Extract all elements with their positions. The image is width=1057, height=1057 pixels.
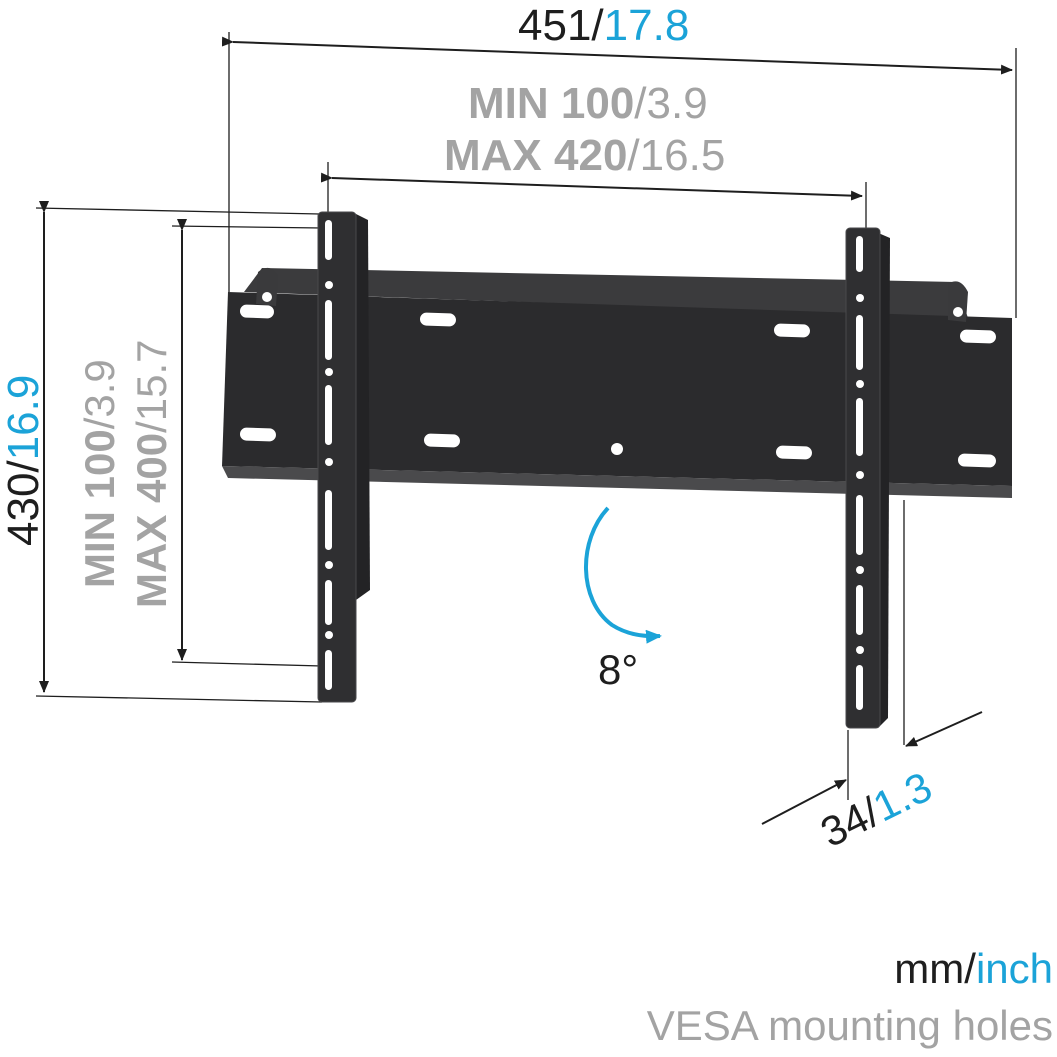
vesa-horizontal-min-label: MIN 100/3.9 [468,79,708,128]
units-sep: / [964,945,976,992]
dimension-arrows [39,36,1013,825]
vesa-vertical-max-label: MAX 400/15.7 [128,340,175,609]
vesa-horizontal-max-label: MAX 420/16.5 [444,131,725,180]
overall-width-arrow [221,36,1013,75]
units-legend: mm/inch [894,945,1053,993]
vesa-vertical-min-label: MIN 100/3.9 [76,359,123,588]
overall-width-label: 451/17.8 [518,1,689,50]
depth-arrow-left [761,779,847,825]
units-inch: inch [975,945,1053,992]
wall-plate [222,267,1012,498]
vesa-note: VESA mounting holes [646,1002,1053,1049]
depth-arrow-right [905,711,983,747]
tilt-angle-label: 8° [598,646,638,693]
overall-height-label: 430/16.9 [0,375,48,546]
units-mm: mm [894,945,965,992]
right-vesa-strip [845,227,890,729]
tilt-curved-arrow [584,506,662,644]
left-vesa-strip [317,211,370,703]
vesa-horizontal-arrow [320,172,863,201]
depth-label: 34/1.3 [813,763,939,856]
tilt-indicator: 8° [584,506,662,693]
